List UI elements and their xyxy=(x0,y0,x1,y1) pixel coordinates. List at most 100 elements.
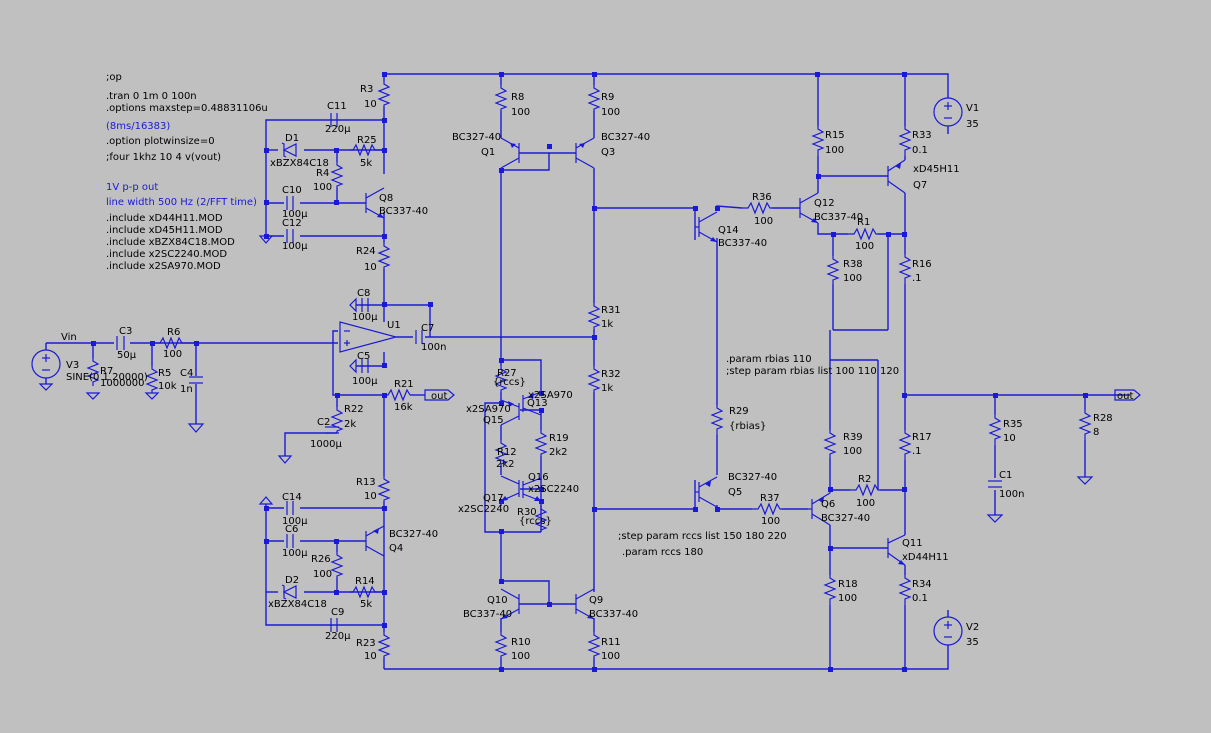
resistor-r29[interactable] xyxy=(710,405,724,435)
capacitor-c2[interactable] xyxy=(325,426,339,434)
resistor-r4[interactable] xyxy=(330,162,344,188)
label-q5-name: Q5 xyxy=(728,487,742,498)
resistor-r34[interactable] xyxy=(898,575,912,605)
resistor-r9[interactable] xyxy=(587,85,601,111)
transistor-q9[interactable] xyxy=(575,588,595,620)
transistor-q5[interactable] xyxy=(695,476,718,508)
resistor-r27[interactable] xyxy=(494,366,508,392)
label-r6-name: R6 xyxy=(167,327,180,338)
capacitor-c1[interactable] xyxy=(988,480,1002,488)
resistor-r32[interactable] xyxy=(587,366,601,392)
resistor-r25[interactable] xyxy=(350,143,384,157)
resistor-r33[interactable] xyxy=(898,126,912,156)
label-q14-name: Q14 xyxy=(718,225,739,236)
label-r1-value: 100 xyxy=(855,241,874,252)
resistor-r16[interactable] xyxy=(898,254,912,284)
resistor-r13[interactable] xyxy=(377,476,391,502)
resistor-r38[interactable] xyxy=(826,256,840,284)
label-q13-name: Q13 xyxy=(527,398,548,409)
label-v3-name: V3 xyxy=(66,360,79,371)
resistor-r10[interactable] xyxy=(494,632,508,658)
capacitor-c12[interactable] xyxy=(286,229,294,243)
capacitor-c5[interactable] xyxy=(361,359,369,373)
label-q1-name: Q1 xyxy=(481,147,495,158)
resistor-r17[interactable] xyxy=(898,430,912,460)
label-r34-value: 0.1 xyxy=(912,593,928,604)
transistor-q4[interactable] xyxy=(365,525,385,557)
label-c7-name: C7 xyxy=(421,323,434,334)
resistor-r18[interactable] xyxy=(823,575,837,605)
transistor-q3[interactable] xyxy=(575,137,595,169)
label-r31-name: R31 xyxy=(601,305,621,316)
resistor-r14[interactable] xyxy=(350,585,384,599)
capacitor-c6[interactable] xyxy=(286,534,294,548)
label-q3-name: Q3 xyxy=(601,147,615,158)
label-r6-value: 100 xyxy=(163,349,182,360)
directive-line: .include xD45H11.MOD xyxy=(106,225,223,236)
junctions xyxy=(91,72,1088,672)
resistor-r12[interactable] xyxy=(494,440,508,466)
label-r5-value: 10k xyxy=(158,381,177,392)
label-r9-value: 100 xyxy=(601,107,620,118)
label-r22-value: 2k xyxy=(344,419,356,430)
capacitor-c7[interactable] xyxy=(415,330,423,344)
voltage-source-v2[interactable] xyxy=(933,610,963,646)
transistor-q6[interactable] xyxy=(808,492,831,526)
label-r29-value: {rbias} xyxy=(729,421,766,432)
transistor-q8[interactable] xyxy=(365,187,385,219)
label-v1-name: V1 xyxy=(966,103,979,114)
svg-text:out: out xyxy=(431,391,447,402)
resistor-r1[interactable] xyxy=(848,227,878,241)
resistor-r5[interactable] xyxy=(145,366,159,393)
label-q8-value: BC337-40 xyxy=(379,206,428,217)
voltage-source-v1[interactable] xyxy=(933,97,963,134)
resistor-r3[interactable] xyxy=(377,81,391,107)
resistor-r35[interactable] xyxy=(988,415,1002,445)
resistor-r8[interactable] xyxy=(494,85,508,111)
transistor-q11[interactable] xyxy=(887,534,906,566)
transistor-q10[interactable] xyxy=(500,588,520,620)
resistor-r39[interactable] xyxy=(823,430,837,458)
transistor-q15[interactable] xyxy=(500,399,520,426)
label-c1-name: C1 xyxy=(999,470,1012,481)
resistor-r28[interactable] xyxy=(1078,410,1092,440)
resistor-r15[interactable] xyxy=(811,126,825,156)
net-label-vin: Vin xyxy=(61,332,77,343)
capacitor-c8[interactable] xyxy=(361,298,369,312)
capacitor-c4[interactable] xyxy=(189,376,203,384)
transistor-q16[interactable] xyxy=(522,477,542,502)
zener-diode-d1[interactable] xyxy=(281,142,297,158)
resistor-r37[interactable] xyxy=(752,502,782,516)
opamp-u1[interactable] xyxy=(339,321,399,353)
ground-symbol xyxy=(144,392,160,400)
resistor-r23[interactable] xyxy=(377,632,391,658)
transistor-q1[interactable] xyxy=(500,137,520,169)
transistor-q7[interactable] xyxy=(887,159,906,194)
resistor-r2[interactable] xyxy=(850,483,880,497)
capacitor-c11[interactable] xyxy=(330,113,338,127)
resistor-r21[interactable] xyxy=(384,388,411,402)
transistor-q13[interactable] xyxy=(522,391,542,416)
resistor-r22[interactable] xyxy=(330,407,344,433)
resistor-r24[interactable] xyxy=(377,243,391,269)
capacitor-c9[interactable] xyxy=(330,618,338,632)
resistor-r11[interactable] xyxy=(587,632,601,658)
capacitor-c3[interactable] xyxy=(116,336,125,350)
transistor-q14[interactable] xyxy=(695,211,718,243)
label-c6-value: 100µ xyxy=(282,548,308,559)
resistor-r26[interactable] xyxy=(330,552,344,578)
capacitor-c10[interactable] xyxy=(286,196,294,210)
transistor-q12[interactable] xyxy=(799,192,819,224)
resistor-r7[interactable] xyxy=(86,358,100,386)
resistor-r30[interactable] xyxy=(534,506,548,532)
resistor-r6[interactable] xyxy=(152,336,196,350)
label-r15-value: 100 xyxy=(825,145,844,156)
resistor-r19[interactable] xyxy=(534,430,548,456)
transistor-q17[interactable] xyxy=(500,475,520,502)
voltage-source-v3[interactable] xyxy=(31,343,61,384)
resistor-r31[interactable] xyxy=(587,303,601,329)
capacitor-c14[interactable] xyxy=(286,501,294,515)
zener-diode-d2[interactable] xyxy=(281,584,297,600)
resistor-r36[interactable] xyxy=(742,201,772,215)
label-r10-name: R10 xyxy=(511,637,531,648)
